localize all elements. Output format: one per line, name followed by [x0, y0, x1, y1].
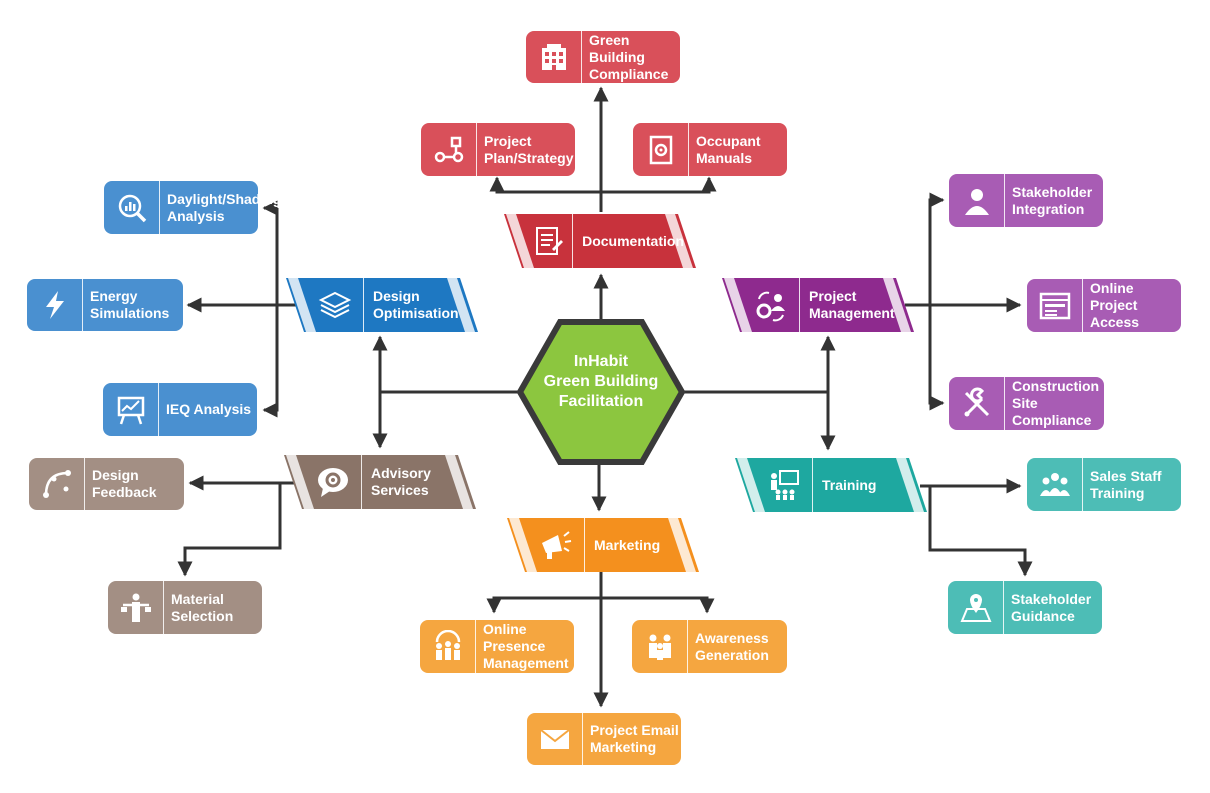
service-daylight-shading-analysis[interactable]: Daylight/Shading Analysis [104, 181, 281, 234]
service-awareness-generation[interactable]: Awareness Generation [632, 620, 787, 673]
category-label: Advisory Services [371, 465, 431, 498]
person-balance-icon [108, 581, 164, 634]
category-label: Documentation [582, 232, 684, 249]
service-material-selection[interactable]: Material Selection [108, 581, 262, 634]
category-advisory-services[interactable]: Advisory Services [304, 455, 464, 509]
tools-icon [949, 377, 1005, 430]
service-label: Stakeholder Integration [1012, 183, 1093, 217]
magnifier-chart-icon [104, 181, 160, 234]
service-energy-simulations[interactable]: Energy Simulations [27, 279, 183, 331]
center-label: InHabit Green Building Facilitation [543, 353, 659, 410]
service-label: Green Building Compliance [589, 31, 669, 82]
document-icon [524, 214, 574, 268]
service-stakeholder-guidance[interactable]: Stakeholder Guidance [948, 581, 1102, 634]
flowchart-icon [421, 123, 477, 176]
service-label: Construction Site Compliance [1012, 378, 1100, 428]
service-project-plan-strategy[interactable]: Project Plan/Strategy [421, 123, 575, 176]
category-project-management[interactable]: Project Management [742, 278, 902, 332]
service-label: Online Presence Management [483, 621, 569, 671]
browser-icon [1027, 279, 1083, 332]
category-documentation[interactable]: Documentation [524, 214, 684, 268]
service-label: Daylight/Shading Analysis [167, 190, 282, 224]
envelope-icon [527, 713, 583, 765]
category-label: Marketing [594, 536, 661, 553]
service-online-presence-management[interactable]: Online Presence Management [420, 620, 574, 673]
service-online-project-access[interactable]: Online Project Access [1027, 279, 1181, 332]
service-label: Occupant Manuals [696, 132, 761, 166]
service-green-building-compliance[interactable]: Green Building Compliance [526, 31, 680, 83]
service-label: Awareness Generation [695, 629, 769, 663]
category-marketing[interactable]: Marketing [527, 518, 687, 572]
service-label: Design Feedback [92, 467, 157, 500]
layers-icon [306, 278, 364, 332]
group-icon [1027, 458, 1083, 511]
category-label: Design Optimisation [373, 288, 459, 321]
category-design-optimisation[interactable]: Design Optimisation [306, 278, 466, 332]
service-construction-site-compliance[interactable]: Construction Site Compliance [949, 377, 1104, 430]
category-label: Training [822, 476, 877, 493]
service-label: Sales Staff Training [1090, 467, 1162, 501]
gear-person-icon [742, 278, 800, 332]
manual-icon [633, 123, 689, 176]
center-hexagon [516, 319, 686, 465]
service-label: Energy Simulations [90, 288, 170, 321]
user-icon [949, 174, 1005, 227]
service-stakeholder-integration[interactable]: Stakeholder Integration [949, 174, 1103, 227]
category-training[interactable]: Training [755, 458, 915, 512]
people-network-icon [420, 620, 476, 673]
service-label: Stakeholder Guidance [1011, 590, 1092, 624]
service-label: Project Email Marketing [590, 722, 679, 755]
building-icon [526, 31, 582, 83]
lightning-icon [27, 279, 83, 331]
easel-chart-icon [103, 383, 159, 436]
presentation-icon [755, 458, 813, 512]
category-label: Project Management [809, 288, 895, 321]
service-design-feedback[interactable]: Design Feedback [29, 458, 184, 510]
bezier-icon [29, 458, 85, 510]
service-label: IEQ Analysis [166, 401, 252, 417]
service-occupant-manuals[interactable]: Occupant Manuals [633, 123, 787, 176]
family-icon [632, 620, 688, 673]
service-sales-staff-training[interactable]: Sales Staff Training [1027, 458, 1181, 511]
service-project-email-marketing[interactable]: Project Email Marketing [527, 713, 681, 765]
speech-gear-icon [304, 455, 362, 509]
map-pin-icon [948, 581, 1004, 634]
service-label: Material Selection [171, 590, 234, 624]
service-ieq-analysis[interactable]: IEQ Analysis [103, 383, 257, 436]
service-label: Online Project Access [1090, 280, 1140, 330]
megaphone-icon [527, 518, 585, 572]
service-label: Project Plan/Strategy [484, 132, 574, 166]
